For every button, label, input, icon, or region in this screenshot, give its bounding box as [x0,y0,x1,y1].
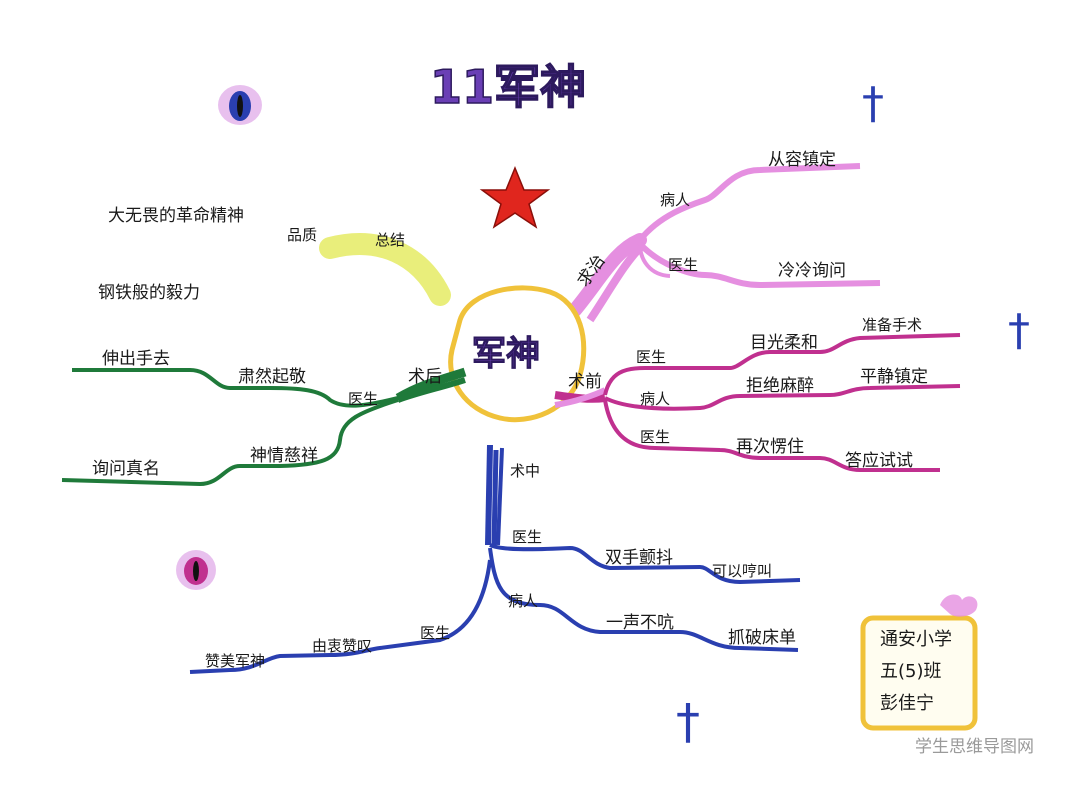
leaf-shuhou-xunwen: 询问真名 [92,459,160,479]
leaf-shuzhong-zhuapo: 抓破床单 [728,628,796,648]
mid-shuzhong-shuangshou: 双手颤抖 [605,548,673,568]
mid-shuqian-muguang: 目光柔和 [750,333,818,353]
author-school: 通安小学 [880,629,952,650]
branch-label-zongjie: 总结 [375,231,405,249]
quality-revolutionary-spirit: 大无畏的革命精神 [108,206,244,226]
mid-shuqian-jujue: 拒绝麻醉 [746,376,814,396]
branch-qiuzhi [568,163,881,323]
cross-icon-bottom: † [676,694,700,750]
author-card [860,594,978,731]
node-shuhou-yisheng: 医生 [348,390,378,408]
leaf-shuhou-lower-zanmei: 赞美军神 [205,652,265,670]
watermark: 学生思维导图网 [915,737,1034,757]
branch-label-shuhou: 术后 [408,367,442,387]
summary-highlight-stroke [319,233,451,306]
center-topic: 军神 [472,334,540,374]
mid-shuhou-suran: 肃然起敬 [238,367,306,387]
eye-decoration-top-left [218,85,262,125]
center-bubble [448,285,587,423]
mid-shuhou-shenqing: 神情慈祥 [250,446,318,466]
author-name: 彭佳宁 [880,693,934,714]
node-shuhou-lower-yisheng: 医生 [420,624,450,642]
branch-label-shuqian: 术前 [568,372,602,392]
leaf-qiuzhi-lengleng: 冷冷询问 [778,261,846,281]
branch-label-shuzhong: 术中 [510,462,540,480]
branch-shuhou [61,367,467,487]
leaf-shuzhong-keyi: 可以哼叫 [712,562,772,580]
leaf-qiuzhi-congrong: 从容镇定 [768,150,836,170]
leaf-shuqian-zhunbei: 准备手术 [862,316,922,334]
cross-icon-top-right: † [862,78,884,129]
leaf-shuqian-daying: 答应试试 [845,451,913,471]
node-shuqian-yisheng2: 医生 [640,428,670,446]
mid-shuqian-zaici: 再次愣住 [736,437,804,457]
cross-icon-right: † [1008,305,1030,356]
red-star-icon [479,166,551,229]
node-shuzhong-yisheng: 医生 [512,528,542,546]
leaf-shuhou-shenchu: 伸出手去 [102,349,170,369]
author-class: 五(5)班 [880,661,942,682]
quality-iron-will: 钢铁般的毅力 [98,283,200,303]
leaf-shuqian-pingjing: 平静镇定 [860,367,928,387]
node-zongjie-pinzhi: 品质 [287,226,317,244]
branch-shuzhong [189,444,801,674]
node-qiuzhi-yisheng: 医生 [668,256,698,274]
mid-shuhou-lower-youzhong: 由衷赞叹 [312,637,372,655]
branch-shuqian [554,333,961,472]
eye-decoration-bottom-left [176,550,216,590]
node-shuqian-yisheng1: 医生 [636,348,666,366]
node-shuzhong-bingren: 病人 [508,592,538,610]
node-shuqian-bingren: 病人 [640,390,670,408]
mid-shuzhong-yisheng-buken: 一声不吭 [606,613,674,633]
page-title: 11军神 [430,60,586,114]
node-qiuzhi-bingren: 病人 [660,191,690,209]
